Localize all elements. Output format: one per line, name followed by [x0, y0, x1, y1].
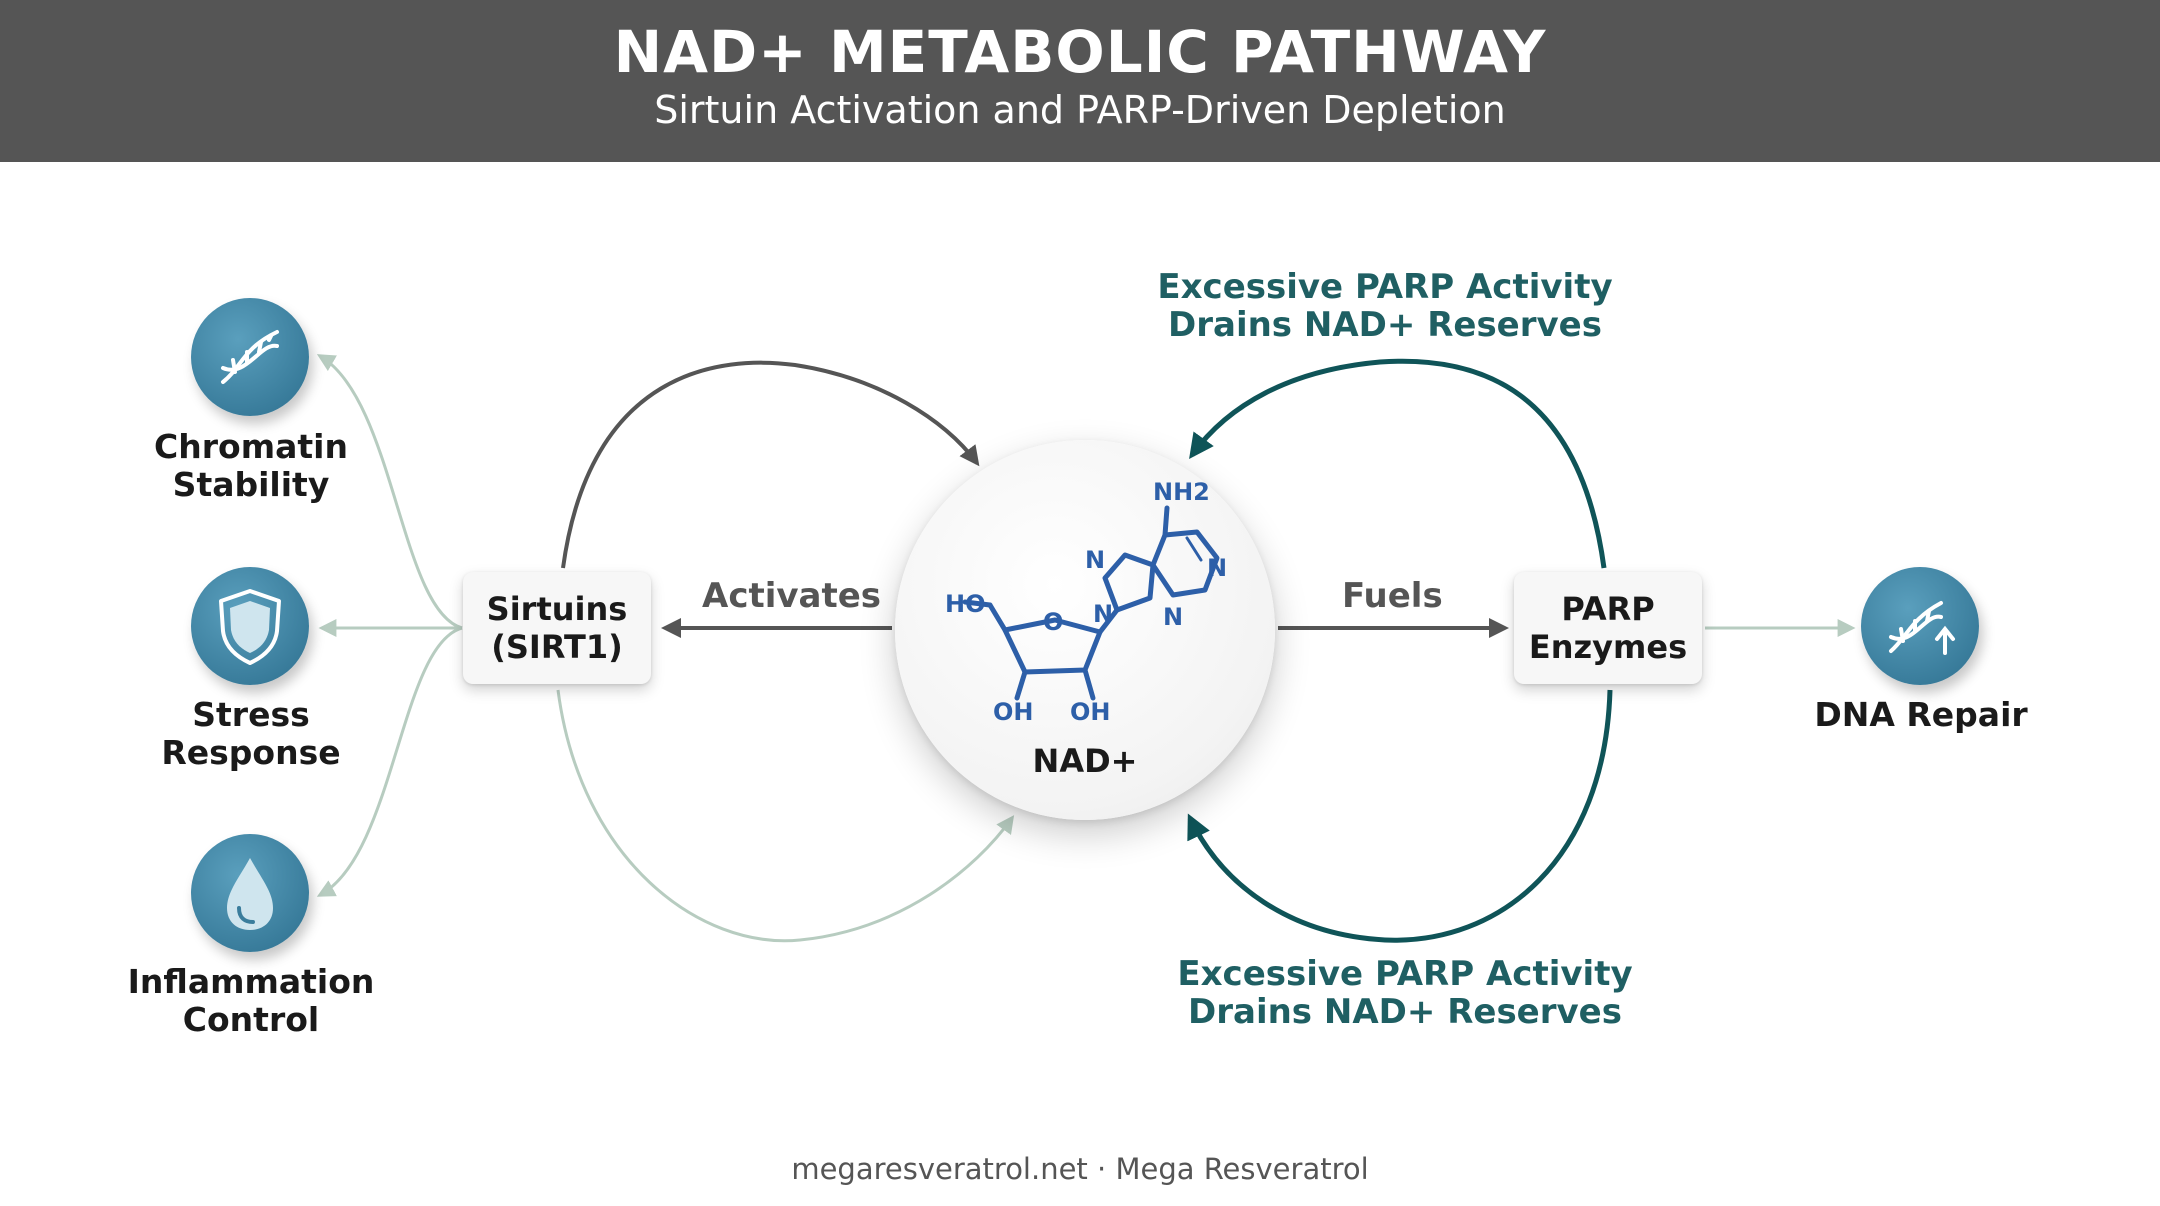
outcome-inflammation-line2: Control — [182, 1000, 320, 1039]
outcome-stress-line2: Response — [161, 733, 341, 772]
shield-icon — [191, 567, 309, 685]
parp-note-top-line1: Excessive PARP Activity — [1157, 267, 1613, 307]
outcome-chromatin-label: Chromatin Stability — [91, 428, 411, 504]
sirtuins-node: Sirtuins (SIRT1) — [463, 572, 651, 684]
footer-credit: megaresveratrol.net · Mega Resveratrol — [791, 1152, 1369, 1186]
sirtuins-label-line2: (SIRT1) — [491, 628, 623, 666]
molecule-ho: HO — [945, 590, 986, 618]
water-drop-icon — [191, 834, 309, 952]
outcome-stress-line1: Stress — [192, 695, 310, 734]
parp-note-bottom-line1: Excessive PARP Activity — [1177, 954, 1633, 994]
outcome-dna-repair-label: DNA Repair — [1814, 695, 2028, 734]
branch-inflammation — [316, 626, 463, 897]
outcome-stress-label: Stress Response — [91, 696, 411, 772]
outcome-inflammation-label: Inflammation Control — [91, 963, 411, 1039]
page-title: NAD+ METABOLIC PATHWAY — [613, 18, 1547, 86]
molecule-oh-right: OH — [1070, 698, 1111, 726]
parp-note-top: Excessive PARP Activity Drains NAD+ Rese… — [1105, 268, 1665, 344]
nad-molecule-icon: NH2 N N N N HO O OH OH — [945, 478, 1227, 726]
nad-node: NH2 N N N N HO O OH OH — [895, 440, 1275, 820]
header-bar: NAD+ METABOLIC PATHWAY Sirtuin Activatio… — [0, 0, 2160, 162]
parp-label-line1: PARP — [1561, 590, 1655, 628]
molecule-n3: N — [1163, 603, 1183, 631]
parp-node: PARP Enzymes — [1514, 572, 1702, 684]
parp-label-line2: Enzymes — [1528, 628, 1688, 666]
dna-icon — [191, 298, 309, 416]
fuels-label: Fuels — [1342, 576, 1443, 616]
outcome-inflammation-line1: Inflammation — [127, 962, 375, 1001]
molecule-o: O — [1043, 608, 1063, 636]
molecule-n4: N — [1093, 600, 1113, 628]
branch-chromatin — [316, 354, 463, 630]
sirtuin-feedback-arc — [556, 689, 1015, 943]
outcome-chromatin-line2: Stability — [172, 465, 330, 504]
molecule-nh2: NH2 — [1153, 478, 1210, 506]
parp-note-bottom: Excessive PARP Activity Drains NAD+ Rese… — [1125, 955, 1685, 1031]
molecule-n1: N — [1085, 546, 1105, 574]
sirtuins-label-line1: Sirtuins — [486, 590, 628, 628]
parp-note-top-line2: Drains NAD+ Reserves — [1168, 305, 1602, 345]
activates-label: Activates — [702, 576, 882, 616]
page-subtitle: Sirtuin Activation and PARP-Driven Deple… — [654, 88, 1506, 132]
molecule-n2: N — [1207, 554, 1227, 582]
outcome-chromatin-line1: Chromatin — [154, 427, 348, 466]
nad-label: NAD+ — [1032, 742, 1138, 780]
sirtuin-activation-arc — [561, 360, 980, 569]
parp-drain-arc-bottom — [1187, 689, 1613, 943]
parp-drain-arc-top — [1189, 358, 1607, 569]
molecule-oh-left: OH — [993, 698, 1034, 726]
dna-repair-icon — [1861, 567, 1979, 685]
parp-note-bottom-line2: Drains NAD+ Reserves — [1188, 992, 1622, 1032]
